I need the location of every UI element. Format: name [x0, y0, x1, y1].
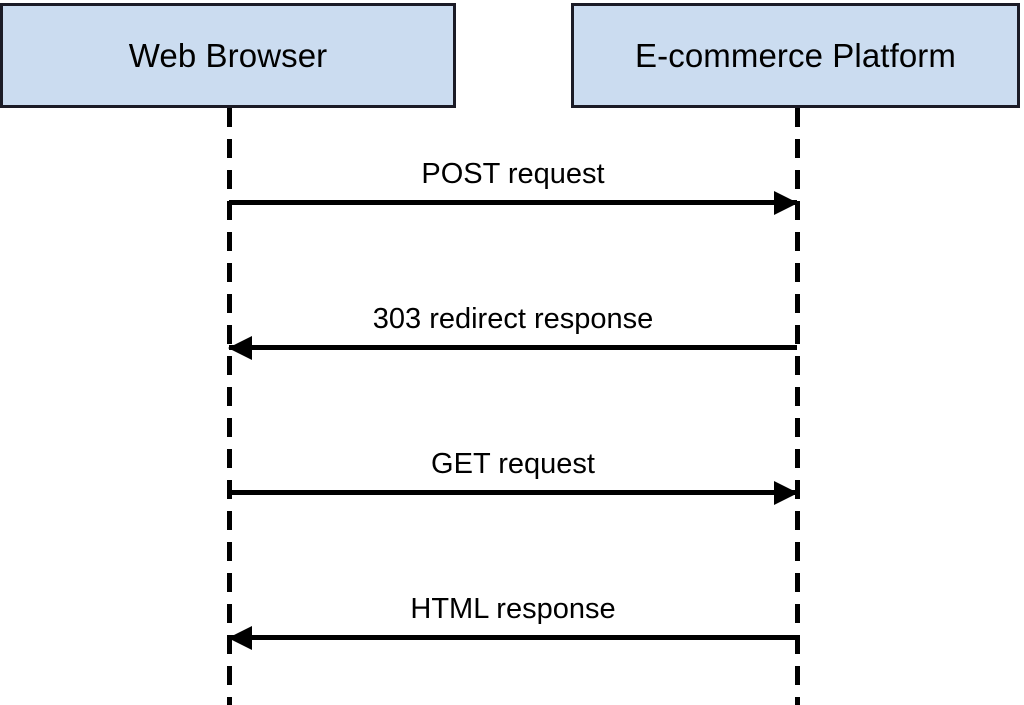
message-label-post-request: POST request — [421, 158, 605, 190]
participant-label-ecommerce-platform: E-commerce Platform — [635, 37, 956, 74]
message-label-get-request: GET request — [431, 448, 595, 480]
message-label-html-response: HTML response — [410, 593, 616, 625]
arrowhead-left-icon — [228, 336, 252, 360]
participant-label-web-browser: Web Browser — [128, 37, 328, 74]
participant-box-web-browser[interactable]: Web Browser — [0, 3, 456, 108]
message-line-html-response — [229, 635, 797, 640]
message-line-get-request — [229, 490, 797, 495]
arrowhead-left-icon — [228, 626, 252, 650]
message-line-303-redirect-response — [229, 345, 797, 350]
arrowhead-right-icon — [774, 191, 798, 215]
lifeline-ecommerce-platform — [795, 108, 800, 705]
participant-box-ecommerce-platform[interactable]: E-commerce Platform — [571, 3, 1020, 108]
lifeline-web-browser — [227, 108, 232, 705]
message-label-303-redirect-response: 303 redirect response — [372, 303, 654, 335]
arrowhead-right-icon — [774, 481, 798, 505]
message-line-post-request — [229, 200, 797, 205]
